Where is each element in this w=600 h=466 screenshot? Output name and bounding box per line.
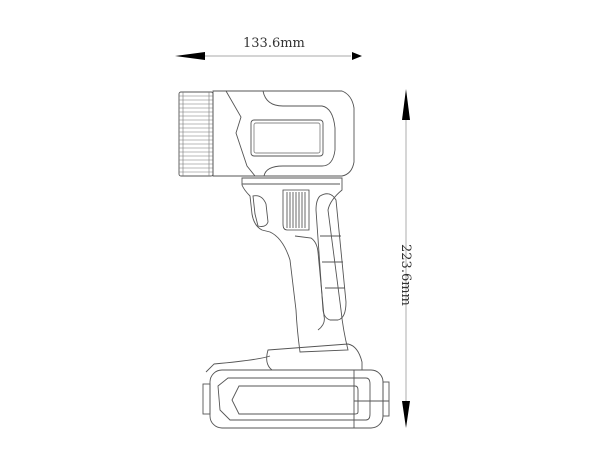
handle — [241, 177, 349, 353]
trigger — [252, 195, 269, 227]
vent-grille — [282, 189, 310, 231]
width-dimension-label: 133.6mm — [243, 36, 305, 51]
arrow-left-icon — [175, 52, 205, 60]
arrow-up-icon — [402, 89, 410, 120]
lens-bezel — [178, 91, 214, 177]
light-head — [212, 90, 355, 177]
arrow-down-icon — [402, 401, 410, 428]
width-dimension — [175, 52, 362, 60]
arrow-right-icon — [352, 52, 362, 60]
battery-pack — [202, 343, 390, 429]
height-dimension-label: 223.6mm — [398, 244, 413, 306]
height-dimension — [402, 89, 410, 428]
